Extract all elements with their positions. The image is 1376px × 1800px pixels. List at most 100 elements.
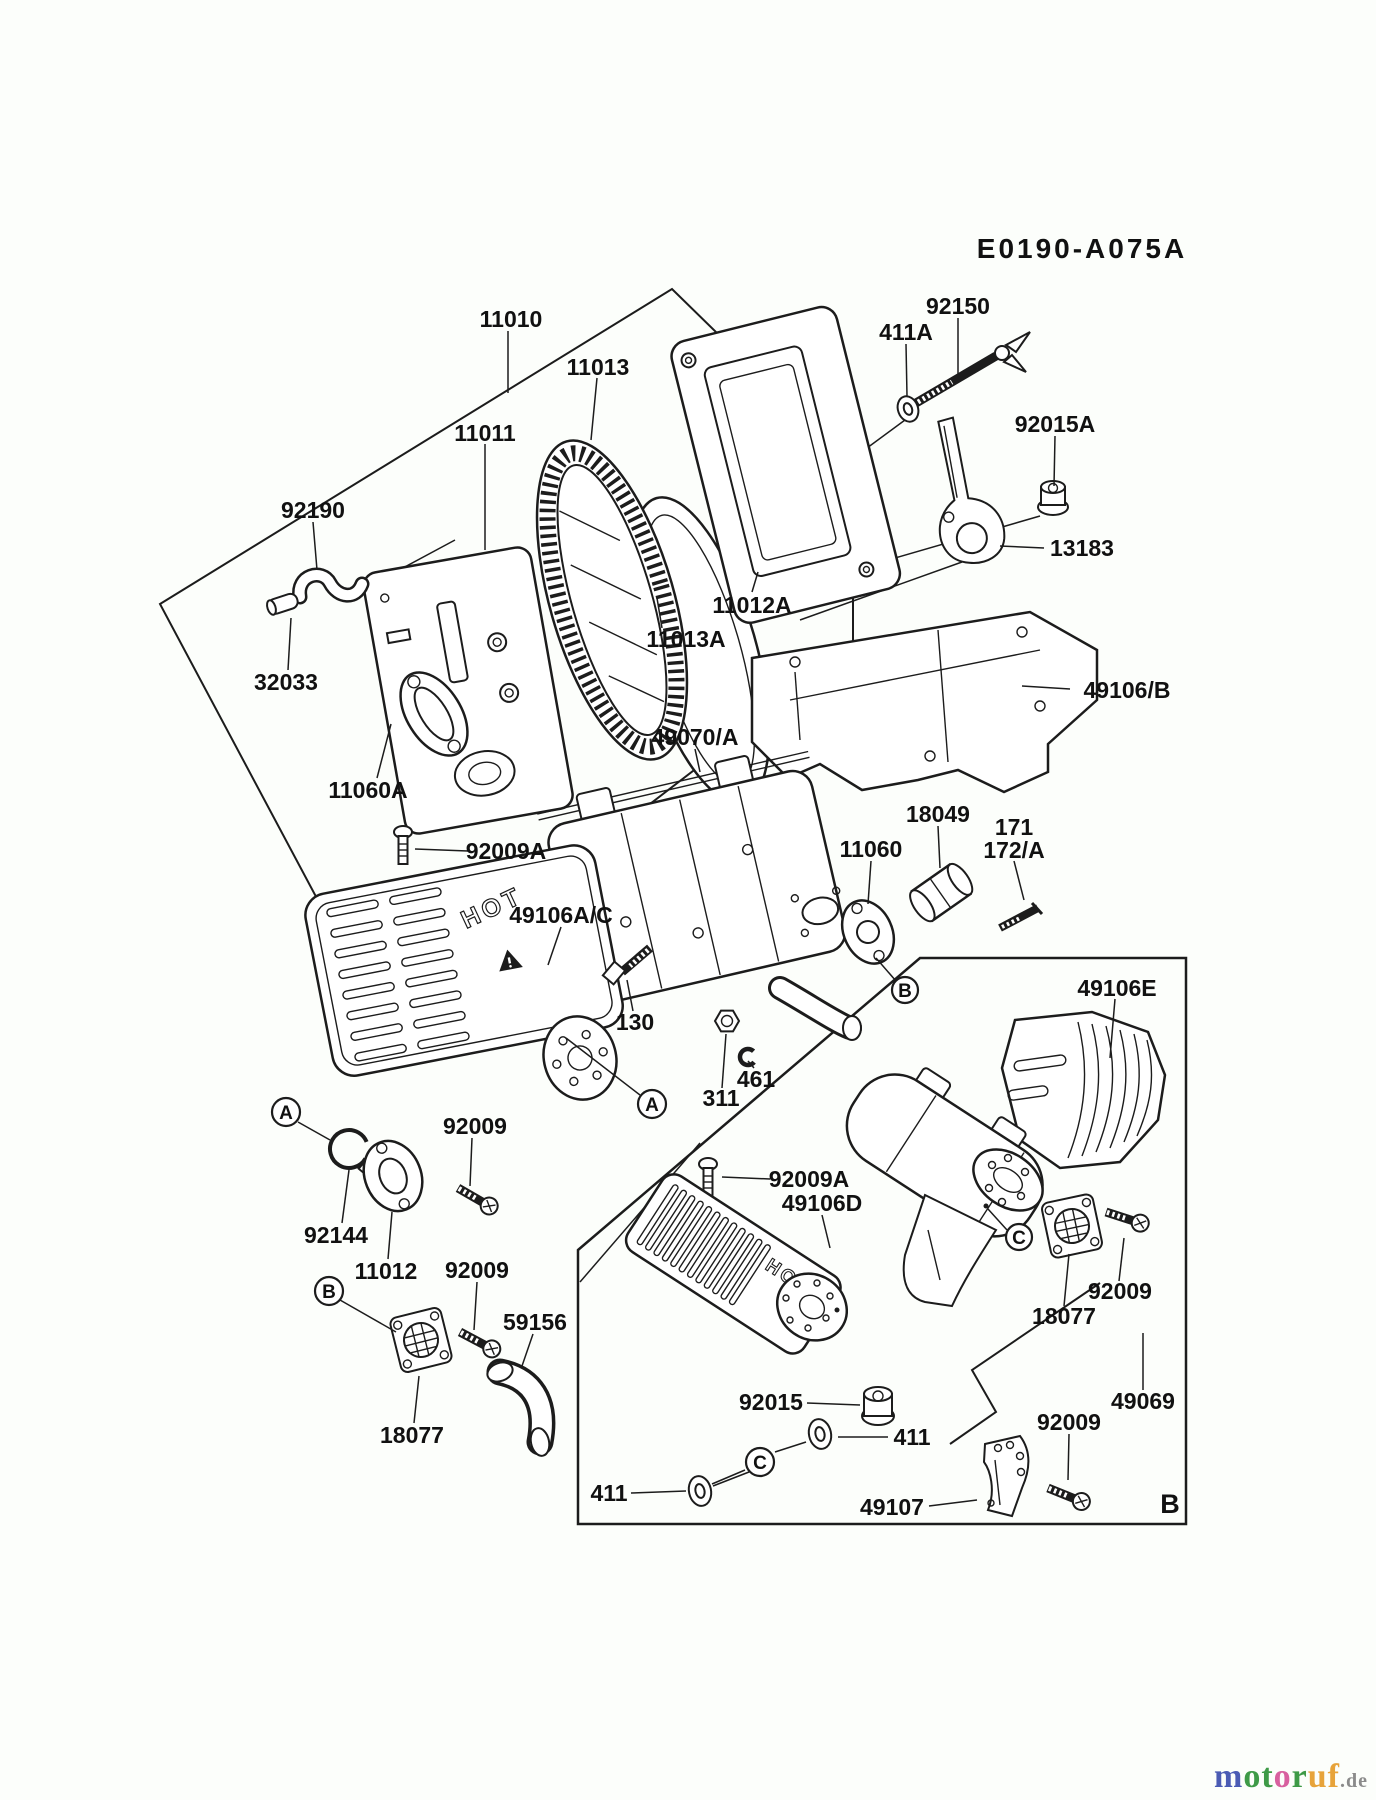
part-49069-muffler-assembly: [845, 1067, 1044, 1308]
watermark-letter: o: [1243, 1758, 1262, 1795]
label-11010: 11010: [480, 306, 543, 332]
part-18077-flange-left: [387, 1305, 455, 1375]
part-11012a-air-duct: [670, 305, 902, 625]
label-92009a-main: 92009A: [466, 838, 547, 864]
part-11060-flange: [840, 899, 896, 965]
watermark-letter: f: [1327, 1758, 1340, 1795]
part-32033-tube: [266, 592, 299, 616]
label-11013: 11013: [567, 354, 630, 380]
label-130: 130: [616, 1009, 654, 1035]
label-92015: 92015: [739, 1389, 803, 1415]
label-92009-1: 92009: [443, 1113, 507, 1139]
label-11060a: 11060A: [328, 777, 407, 803]
label-92144: 92144: [304, 1222, 368, 1248]
part-92009-bolt-right: [1103, 1204, 1151, 1234]
label-411-left: 411: [590, 1480, 627, 1506]
svg-text:C: C: [1012, 1228, 1026, 1249]
watermark-letter: r: [1291, 1758, 1308, 1795]
leader-lines: [287, 318, 1144, 1507]
motoruf-watermark[interactable]: motoruf.de: [1214, 1758, 1368, 1796]
label-411-right: 411: [893, 1424, 930, 1450]
label-171: 171: [995, 814, 1034, 840]
drawing-number: E0190-A075A: [977, 233, 1187, 264]
watermark-letter: m: [1214, 1758, 1244, 1795]
part-59156-elbow-pipe: [486, 1358, 556, 1457]
label-172a: 172/A: [983, 837, 1044, 863]
svg-text:B: B: [898, 981, 912, 1002]
part-11060a-gasket: [399, 671, 469, 757]
inset-panel-b-outline: [576, 956, 1188, 1526]
part-130-bolt: [601, 944, 653, 986]
watermark-letter: o: [1273, 1758, 1292, 1795]
part-411-washer-right: [805, 1416, 835, 1452]
label-92150: 92150: [926, 293, 990, 319]
label-32033: 32033: [254, 669, 318, 695]
label-49106e: 49106E: [1077, 975, 1156, 1001]
part-13183-bracket: [937, 416, 1006, 564]
label-11012a: 11012A: [712, 592, 791, 618]
part-18077-flange-right: [1039, 1192, 1105, 1260]
label-92190: 92190: [281, 497, 345, 523]
part-92009-bolt-1: [454, 1181, 501, 1218]
part-49106b-heat-shield: [750, 610, 1099, 794]
reference-markers: A A B B C C: [270, 975, 1034, 1478]
part-92015a-nut: [1037, 480, 1069, 516]
part-11013-filter-element: [535, 439, 689, 761]
svg-text:A: A: [279, 1103, 293, 1124]
label-92009-bottom: 92009: [1037, 1409, 1101, 1435]
part-92009-bolt-2: [456, 1324, 503, 1360]
marker-a-right: A: [636, 1088, 668, 1120]
part-11011-air-filter-body: [362, 546, 574, 835]
part-411a-washer: [896, 395, 920, 423]
label-411a: 411A: [879, 319, 933, 345]
label-461: 461: [737, 1066, 776, 1092]
label-49107: 49107: [860, 1494, 924, 1520]
part-92150-wing-bolt: [913, 331, 1031, 407]
label-49106ac: 49106A/C: [509, 902, 613, 928]
part-92015-nut: [861, 1386, 895, 1426]
label-18077-left: 18077: [380, 1422, 444, 1448]
label-92009-right: 92009: [1088, 1278, 1152, 1304]
part-labels: E0190-A075A 11010 11013 11011 92190 9215…: [254, 233, 1187, 1520]
label-11013a: 11013A: [646, 626, 725, 652]
part-92009a-bolt-main: [393, 825, 413, 865]
watermark-letter: u: [1307, 1758, 1328, 1795]
watermark-letter: t: [1261, 1758, 1274, 1795]
label-311: 311: [702, 1085, 739, 1111]
label-49106b: 49106/B: [1084, 677, 1171, 703]
label-49106d: 49106D: [782, 1190, 863, 1216]
marker-c-bottom: C: [744, 1446, 776, 1478]
part-49106d-muffler-cover: HOT: [624, 1173, 848, 1355]
svg-text:A: A: [645, 1095, 659, 1116]
marker-a-left: A: [270, 1096, 302, 1128]
label-11012: 11012: [355, 1258, 418, 1284]
svg-text:B: B: [322, 1282, 336, 1303]
marker-c-right: C: [1004, 1222, 1034, 1252]
part-92190-breather-hose: [292, 567, 370, 605]
marker-b-left: B: [313, 1275, 345, 1307]
part-311-nut: [713, 1009, 741, 1033]
label-11060: 11060: [840, 836, 903, 862]
part-171-172a-stud: [998, 901, 1044, 932]
label-13183: 13183: [1050, 535, 1114, 561]
part-49070a-muffler-body: [537, 750, 862, 1041]
label-92009a-inset: 92009A: [769, 1166, 850, 1192]
label-18049: 18049: [906, 801, 970, 827]
label-49070a: 49070/A: [652, 724, 739, 750]
label-18077-right: 18077: [1032, 1303, 1096, 1329]
part-461-clip: [737, 1046, 759, 1068]
label-49069: 49069: [1111, 1388, 1175, 1414]
part-49107-bracket: [982, 1434, 1030, 1518]
label-92015a: 92015A: [1015, 411, 1096, 437]
label-59156: 59156: [503, 1309, 567, 1335]
label-92009-2: 92009: [445, 1257, 509, 1283]
panel-letter-b: B: [1160, 1489, 1180, 1519]
part-92009-bolt-bottom: [1045, 1480, 1093, 1512]
watermark-tld: .de: [1340, 1770, 1368, 1792]
part-49106e-heat-shield: [1000, 1010, 1167, 1170]
part-18049-spacer: [909, 862, 974, 923]
part-49106ac-muffler-cover: HOT: [304, 844, 624, 1101]
part-411-washer-left: [685, 1473, 715, 1509]
